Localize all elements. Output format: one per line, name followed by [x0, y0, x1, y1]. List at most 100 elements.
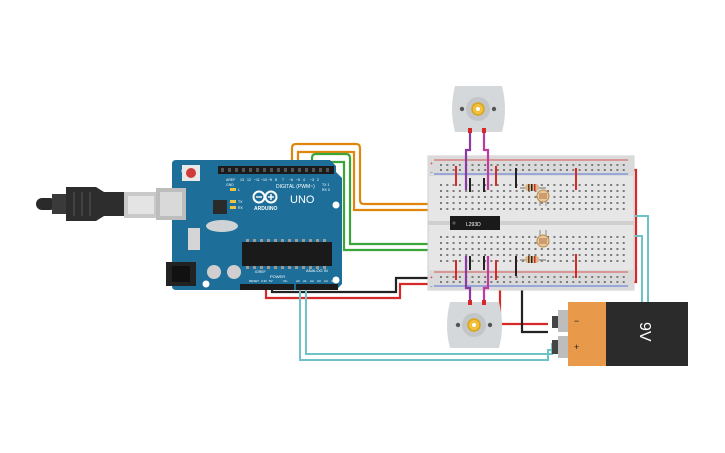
breadboard-hole[interactable] — [566, 254, 568, 256]
breadboard-hole[interactable] — [572, 208, 575, 210]
breadboard-hole[interactable] — [490, 190, 493, 192]
breadboard-hole[interactable] — [597, 184, 600, 186]
breadboard-hole[interactable] — [553, 248, 556, 250]
breadboard-hole[interactable] — [471, 184, 474, 186]
breadboard-hole[interactable] — [534, 248, 537, 250]
breadboard-hole[interactable] — [603, 190, 606, 192]
breadboard-hole[interactable] — [566, 208, 568, 210]
breadboard-hole[interactable] — [484, 169, 487, 171]
breadboard-hole[interactable] — [610, 184, 613, 186]
breadboard-hole[interactable] — [477, 184, 480, 186]
breadboard-hole[interactable] — [540, 260, 543, 262]
breadboard-hole[interactable] — [490, 236, 493, 238]
breadboard-hole[interactable] — [477, 196, 480, 198]
breadboard-hole[interactable] — [440, 236, 442, 238]
breadboard-hole[interactable] — [484, 260, 487, 262]
breadboard-hole[interactable] — [616, 281, 619, 283]
photoresistor[interactable] — [536, 189, 550, 206]
breadboard-hole[interactable] — [540, 169, 543, 171]
breadboard-hole[interactable] — [521, 260, 524, 262]
breadboard-hole[interactable] — [616, 196, 619, 198]
breadboard-hole[interactable] — [553, 242, 556, 244]
breadboard-hole[interactable] — [616, 164, 619, 166]
breadboard-hole[interactable] — [610, 202, 613, 204]
breadboard-hole[interactable] — [503, 184, 505, 186]
breadboard-hole[interactable] — [471, 208, 474, 210]
breadboard-hole[interactable] — [484, 208, 487, 210]
breadboard-hole[interactable] — [572, 236, 575, 238]
wire-motor-bottom-2[interactable] — [482, 256, 490, 306]
breadboard-hole[interactable] — [597, 196, 600, 198]
breadboard-hole[interactable] — [503, 164, 505, 166]
breadboard-hole[interactable] — [616, 260, 619, 262]
breadboard-hole[interactable] — [503, 190, 505, 192]
breadboard-hole[interactable] — [452, 281, 455, 283]
breadboard-hole[interactable] — [509, 248, 512, 250]
breadboard-hole[interactable] — [584, 248, 587, 250]
breadboard-hole[interactable] — [534, 281, 537, 283]
breadboard-hole[interactable] — [465, 202, 468, 204]
breadboard-hole[interactable] — [440, 196, 442, 198]
breadboard-hole[interactable] — [534, 169, 537, 171]
breadboard-hole[interactable] — [616, 276, 619, 278]
breadboard-hole[interactable] — [446, 196, 449, 198]
breadboard-hole[interactable] — [559, 184, 562, 186]
breadboard-hole[interactable] — [521, 190, 524, 192]
breadboard-hole[interactable] — [597, 236, 600, 238]
wire-motor-bottom-1[interactable] — [464, 256, 472, 306]
breadboard-hole[interactable] — [503, 208, 505, 210]
breadboard-hole[interactable] — [521, 248, 524, 250]
breadboard-hole[interactable] — [496, 169, 499, 171]
breadboard-hole[interactable] — [496, 164, 499, 166]
breadboard-hole[interactable] — [471, 169, 474, 171]
breadboard-hole[interactable] — [521, 242, 524, 244]
breadboard-hole[interactable] — [578, 169, 581, 171]
breadboard-hole[interactable] — [547, 281, 550, 283]
breadboard-hole[interactable] — [477, 236, 480, 238]
breadboard-hole[interactable] — [622, 276, 625, 278]
breadboard-hole[interactable] — [591, 169, 594, 171]
breadboard-hole[interactable] — [458, 242, 461, 244]
breadboard-hole[interactable] — [534, 254, 537, 256]
breadboard-hole[interactable] — [572, 276, 575, 278]
wire-orange-1[interactable] — [290, 142, 440, 206]
breadboard-hole[interactable] — [610, 196, 613, 198]
breadboard-hole[interactable] — [503, 276, 505, 278]
breadboard-hole[interactable] — [490, 196, 493, 198]
breadboard-hole[interactable] — [521, 164, 524, 166]
breadboard-hole[interactable] — [528, 236, 531, 238]
breadboard-hole[interactable] — [465, 190, 468, 192]
breadboard-hole[interactable] — [559, 242, 562, 244]
breadboard-hole[interactable] — [477, 260, 480, 262]
breadboard-hole[interactable] — [509, 208, 512, 210]
breadboard-hole[interactable] — [484, 281, 487, 283]
breadboard-hole[interactable] — [477, 281, 480, 283]
breadboard-hole[interactable] — [496, 260, 499, 262]
breadboard-hole[interactable] — [540, 254, 543, 256]
breadboard-hole[interactable] — [528, 196, 531, 198]
breadboard-hole[interactable] — [603, 276, 606, 278]
breadboard-hole[interactable] — [509, 242, 512, 244]
breadboard-hole[interactable] — [477, 208, 480, 210]
breadboard-hole[interactable] — [521, 208, 524, 210]
breadboard-hole[interactable] — [591, 242, 594, 244]
breadboard-hole[interactable] — [553, 196, 556, 198]
breadboard-hole[interactable] — [572, 248, 575, 250]
breadboard-hole[interactable] — [440, 242, 442, 244]
breadboard-hole[interactable] — [446, 281, 449, 283]
breadboard-hole[interactable] — [591, 196, 594, 198]
breadboard-hole[interactable] — [616, 208, 619, 210]
breadboard-hole[interactable] — [534, 236, 537, 238]
breadboard-hole[interactable] — [465, 248, 468, 250]
breadboard-hole[interactable] — [528, 248, 531, 250]
breadboard-hole[interactable] — [446, 260, 449, 262]
breadboard-hole[interactable] — [591, 281, 594, 283]
breadboard-hole[interactable] — [578, 236, 581, 238]
breadboard-hole[interactable] — [446, 208, 449, 210]
breadboard-hole[interactable] — [622, 190, 625, 192]
breadboard-hole[interactable] — [496, 254, 499, 256]
breadboard-hole[interactable] — [471, 254, 474, 256]
wire-red-5v[interactable] — [264, 282, 440, 300]
battery-9v[interactable]: − + 9V — [552, 302, 688, 366]
breadboard-hole[interactable] — [572, 202, 575, 204]
